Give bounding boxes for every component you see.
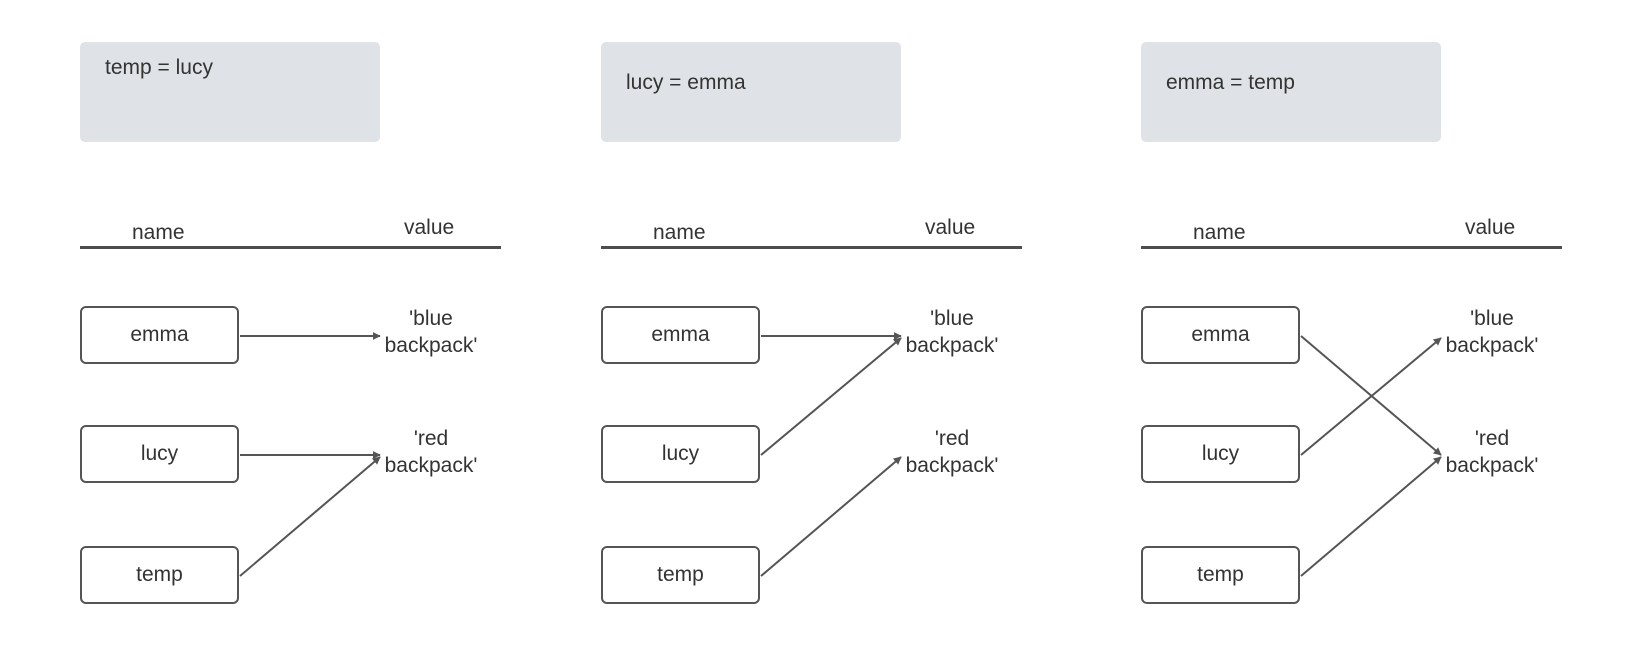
code-box: lucy = emma	[601, 42, 901, 142]
value-line: 'blue	[1470, 307, 1514, 330]
name-box-lucy: lucy	[80, 425, 239, 483]
name-box-temp: temp	[80, 546, 239, 604]
name-box-temp: temp	[601, 546, 760, 604]
arrow-lucy-to-blue	[1300, 337, 1442, 456]
name-box-lucy: lucy	[1141, 425, 1300, 483]
code-box: temp = lucy	[80, 42, 380, 142]
header-divider	[1141, 246, 1562, 249]
panel-2: lucy = emma name value emma lucy temp 'b…	[521, 0, 1041, 645]
value-line: backpack'	[384, 454, 478, 477]
code-statement: temp = lucy	[105, 56, 213, 79]
name-box-emma: emma	[80, 306, 239, 364]
value-line: 'red	[934, 427, 970, 450]
name-box-emma: emma	[1141, 306, 1300, 364]
value-blue-backpack: 'blue backpack'	[897, 305, 1007, 359]
header-divider	[80, 246, 501, 249]
reference-arrows	[239, 332, 381, 577]
reference-arrows	[760, 332, 902, 577]
header-value: value	[404, 216, 455, 239]
value-line: 'red	[1474, 427, 1510, 450]
arrow-lucy-to-blue	[760, 337, 902, 456]
value-line: backpack'	[1445, 454, 1539, 477]
value-line: 'blue	[930, 307, 974, 330]
header-name: name	[132, 221, 185, 244]
value-line: backpack'	[384, 334, 478, 357]
value-line: backpack'	[905, 334, 999, 357]
value-red-backpack: 'red backpack'	[376, 425, 486, 479]
code-statement: emma = temp	[1166, 71, 1295, 94]
value-red-backpack: 'red backpack'	[1437, 425, 1547, 479]
header-name: name	[1193, 221, 1246, 244]
code-box: emma = temp	[1141, 42, 1441, 142]
name-box-lucy: lucy	[601, 425, 760, 483]
value-line: 'red	[413, 427, 449, 450]
arrow-temp-to-red	[760, 456, 902, 577]
name-box-emma: emma	[601, 306, 760, 364]
value-red-backpack: 'red backpack'	[897, 425, 1007, 479]
panel-1: temp = lucy name value emma lucy temp 'b…	[0, 0, 520, 645]
header-value: value	[925, 216, 976, 239]
code-statement: lucy = emma	[626, 71, 746, 94]
arrow-temp-to-red	[1300, 456, 1442, 577]
value-line: backpack'	[1445, 334, 1539, 357]
header-divider	[601, 246, 1022, 249]
value-line: 'blue	[409, 307, 453, 330]
value-blue-backpack: 'blue backpack'	[376, 305, 486, 359]
value-line: backpack'	[905, 454, 999, 477]
panel-3: emma = temp name value emma lucy temp 'b…	[1061, 0, 1581, 645]
reference-arrows	[1300, 335, 1442, 577]
header-name: name	[653, 221, 706, 244]
value-blue-backpack: 'blue backpack'	[1437, 305, 1547, 359]
header-value: value	[1465, 216, 1516, 239]
arrow-temp-to-red	[239, 456, 381, 577]
name-box-temp: temp	[1141, 546, 1300, 604]
